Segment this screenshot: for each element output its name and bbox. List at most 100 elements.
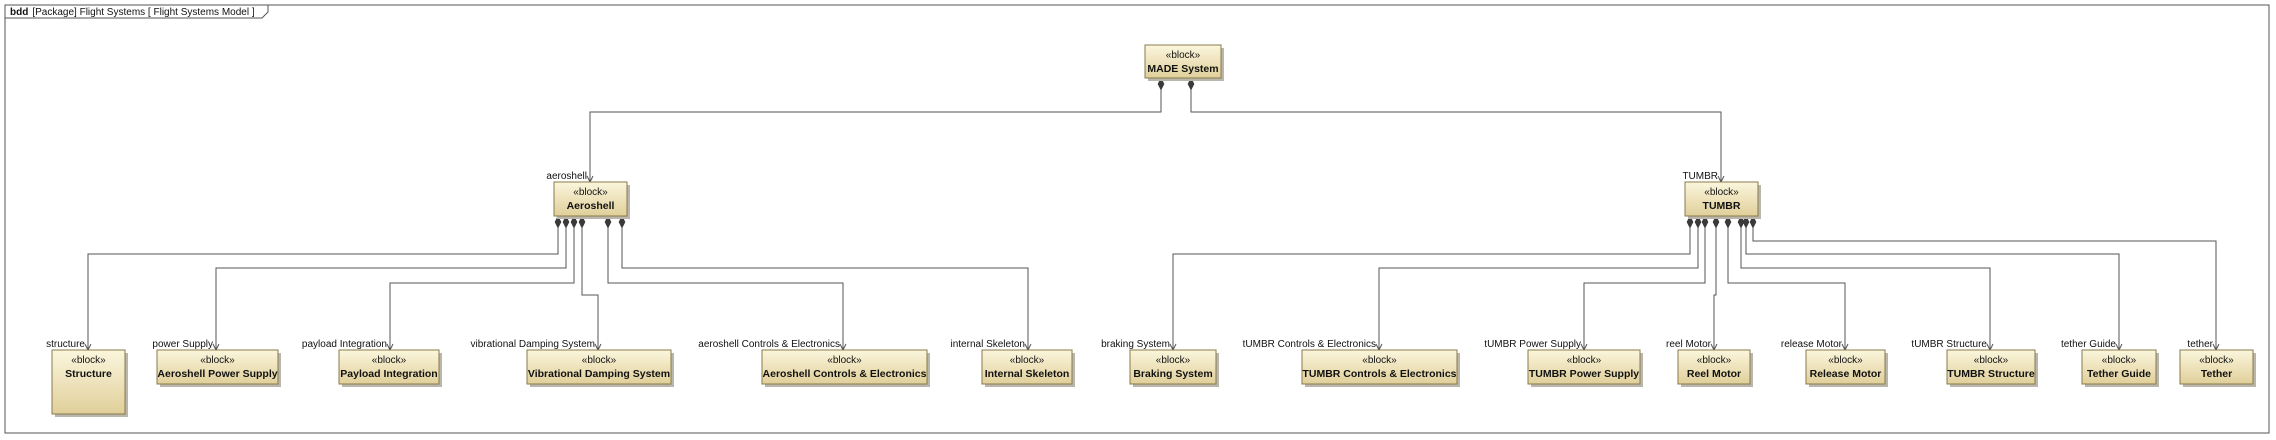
block-name: TUMBR Structure <box>1947 368 2035 380</box>
block-box <box>761 349 928 385</box>
role-label: power Supply <box>152 339 213 350</box>
connector-line <box>1583 228 1706 350</box>
connector-line <box>87 228 559 350</box>
block-structure[interactable]: «block» Structure <box>51 349 128 417</box>
role-label: tether Guide <box>2061 339 2116 350</box>
block-stereotype: «block» <box>1974 355 2009 366</box>
block-box <box>981 349 1073 385</box>
block-box <box>1527 349 1641 385</box>
block-name: Braking System <box>1133 368 1212 380</box>
block-name: TUMBR Power Supply <box>1529 368 1639 380</box>
block-box <box>2081 349 2157 385</box>
block-stereotype: «block» <box>1010 355 1045 366</box>
connector-line <box>389 228 575 350</box>
role-label: TUMBR <box>1682 171 1718 182</box>
block-name: Release Motor <box>1810 368 1882 380</box>
role-label: tUMBR Controls & Electronics <box>1243 339 1376 350</box>
role-label: vibrational Damping System <box>471 339 596 350</box>
block-name: Structure <box>65 368 112 380</box>
block-box <box>553 181 628 217</box>
frame-label: bdd[Package] Flight Systems [ Flight Sys… <box>10 7 255 18</box>
block-stereotype: «block» <box>1156 355 1191 366</box>
block-reel-motor[interactable]: «block» Reel Motor <box>1677 349 1753 387</box>
block-stereotype: «block» <box>582 355 617 366</box>
role-label: reel Motor <box>1666 339 1712 350</box>
role-label: aeroshell Controls & Electronics <box>698 339 840 350</box>
block-name: Reel Motor <box>1687 368 1741 380</box>
block-name: TUMBR <box>1703 200 1741 212</box>
block-aeroshell[interactable]: «block» Aeroshell <box>553 181 630 219</box>
block-box <box>1301 349 1458 385</box>
connector-line <box>215 228 567 350</box>
connector-line <box>581 228 599 350</box>
role-label: tether <box>2187 339 2213 350</box>
block-payload-integration[interactable]: «block» Payload Integration <box>338 349 442 387</box>
block-name: Aeroshell Power Supply <box>157 368 277 380</box>
role-label: release Motor <box>1781 339 1843 350</box>
connector-line <box>607 228 844 350</box>
block-release-motor[interactable]: «block» Release Motor <box>1805 349 1888 387</box>
block-aeroshell-controls-electronics[interactable]: «block» Aeroshell Controls & Electronics <box>761 349 930 387</box>
connector-line <box>1378 228 1699 350</box>
block-name: Aeroshell <box>567 200 615 212</box>
block-box <box>526 349 672 385</box>
block-stereotype: «block» <box>827 355 862 366</box>
block-box <box>1677 349 1751 385</box>
block-box <box>2179 349 2254 385</box>
role-label: aeroshell <box>546 171 587 182</box>
composition-reel_motor: reel Motor <box>1666 215 1720 352</box>
block-tether[interactable]: «block» Tether <box>2179 349 2256 387</box>
role-label: payload Integration <box>302 339 387 350</box>
role-label: braking System <box>1101 339 1170 350</box>
blocks: «block»MADE System«block»Aeroshell«block… <box>51 44 2256 417</box>
block-aeroshell-power-supply[interactable]: «block» Aeroshell Power Supply <box>156 349 281 387</box>
block-name: TUMBR Controls & Electronics <box>1302 368 1456 380</box>
block-tumbr-controls-electronics[interactable]: «block»TUMBR Controls & Electronics <box>1301 349 1460 387</box>
block-tumbr[interactable]: «block» TUMBR <box>1684 181 1761 219</box>
block-stereotype: «block» <box>372 355 407 366</box>
block-tumbr-structure[interactable]: «block» TUMBR Structure <box>1946 349 2038 387</box>
block-stereotype: «block» <box>1704 187 1739 198</box>
connector-line <box>1713 228 1717 350</box>
block-stereotype: «block» <box>200 355 235 366</box>
block-stereotype: «block» <box>573 187 608 198</box>
block-name: Aeroshell Controls & Electronics <box>763 368 927 380</box>
block-stereotype: «block» <box>1166 50 1201 61</box>
block-box <box>1129 349 1217 385</box>
block-box <box>1684 181 1759 217</box>
block-vibrational-damping-system[interactable]: «block» Vibrational Damping System <box>526 349 674 387</box>
block-tumbr-power-supply[interactable]: «block» TUMBR Power Supply <box>1527 349 1643 387</box>
block-box <box>1144 44 1222 79</box>
role-label: tUMBR Power Supply <box>1484 339 1581 350</box>
connector-line <box>1745 228 2120 350</box>
block-internal-skeleton[interactable]: «block» Internal Skeleton <box>981 349 1075 387</box>
block-stereotype: «block» <box>2102 355 2137 366</box>
connector-line <box>1172 228 1691 350</box>
block-box <box>51 349 126 415</box>
block-name: Payload Integration <box>340 368 437 380</box>
role-label: structure <box>46 339 85 350</box>
block-box <box>1946 349 2036 385</box>
block-stereotype: «block» <box>1828 355 1863 366</box>
block-box <box>156 349 279 385</box>
block-name: Vibrational Damping System <box>528 368 670 380</box>
block-name: MADE System <box>1147 63 1218 75</box>
block-name: Internal Skeleton <box>985 368 1070 380</box>
block-tether-guide[interactable]: «block» Tether Guide <box>2081 349 2159 387</box>
block-box <box>338 349 440 385</box>
block-name: Tether <box>2201 368 2232 380</box>
role-label: internal Skeleton <box>951 339 1026 350</box>
block-box <box>1805 349 1886 385</box>
block-stereotype: «block» <box>1697 355 1732 366</box>
connector-line <box>589 90 1162 182</box>
connector-line <box>1190 90 1722 182</box>
block-stereotype: «block» <box>71 355 106 366</box>
block-root[interactable]: «block» MADE System <box>1144 44 1224 81</box>
block-braking-system[interactable]: «block» Braking System <box>1129 349 1219 387</box>
role-label: tUMBR Structure <box>1911 339 1987 350</box>
connector-line <box>621 228 1029 350</box>
block-name: Tether Guide <box>2087 368 2151 380</box>
block-stereotype: «block» <box>2199 355 2234 366</box>
block-stereotype: «block» <box>1567 355 1602 366</box>
